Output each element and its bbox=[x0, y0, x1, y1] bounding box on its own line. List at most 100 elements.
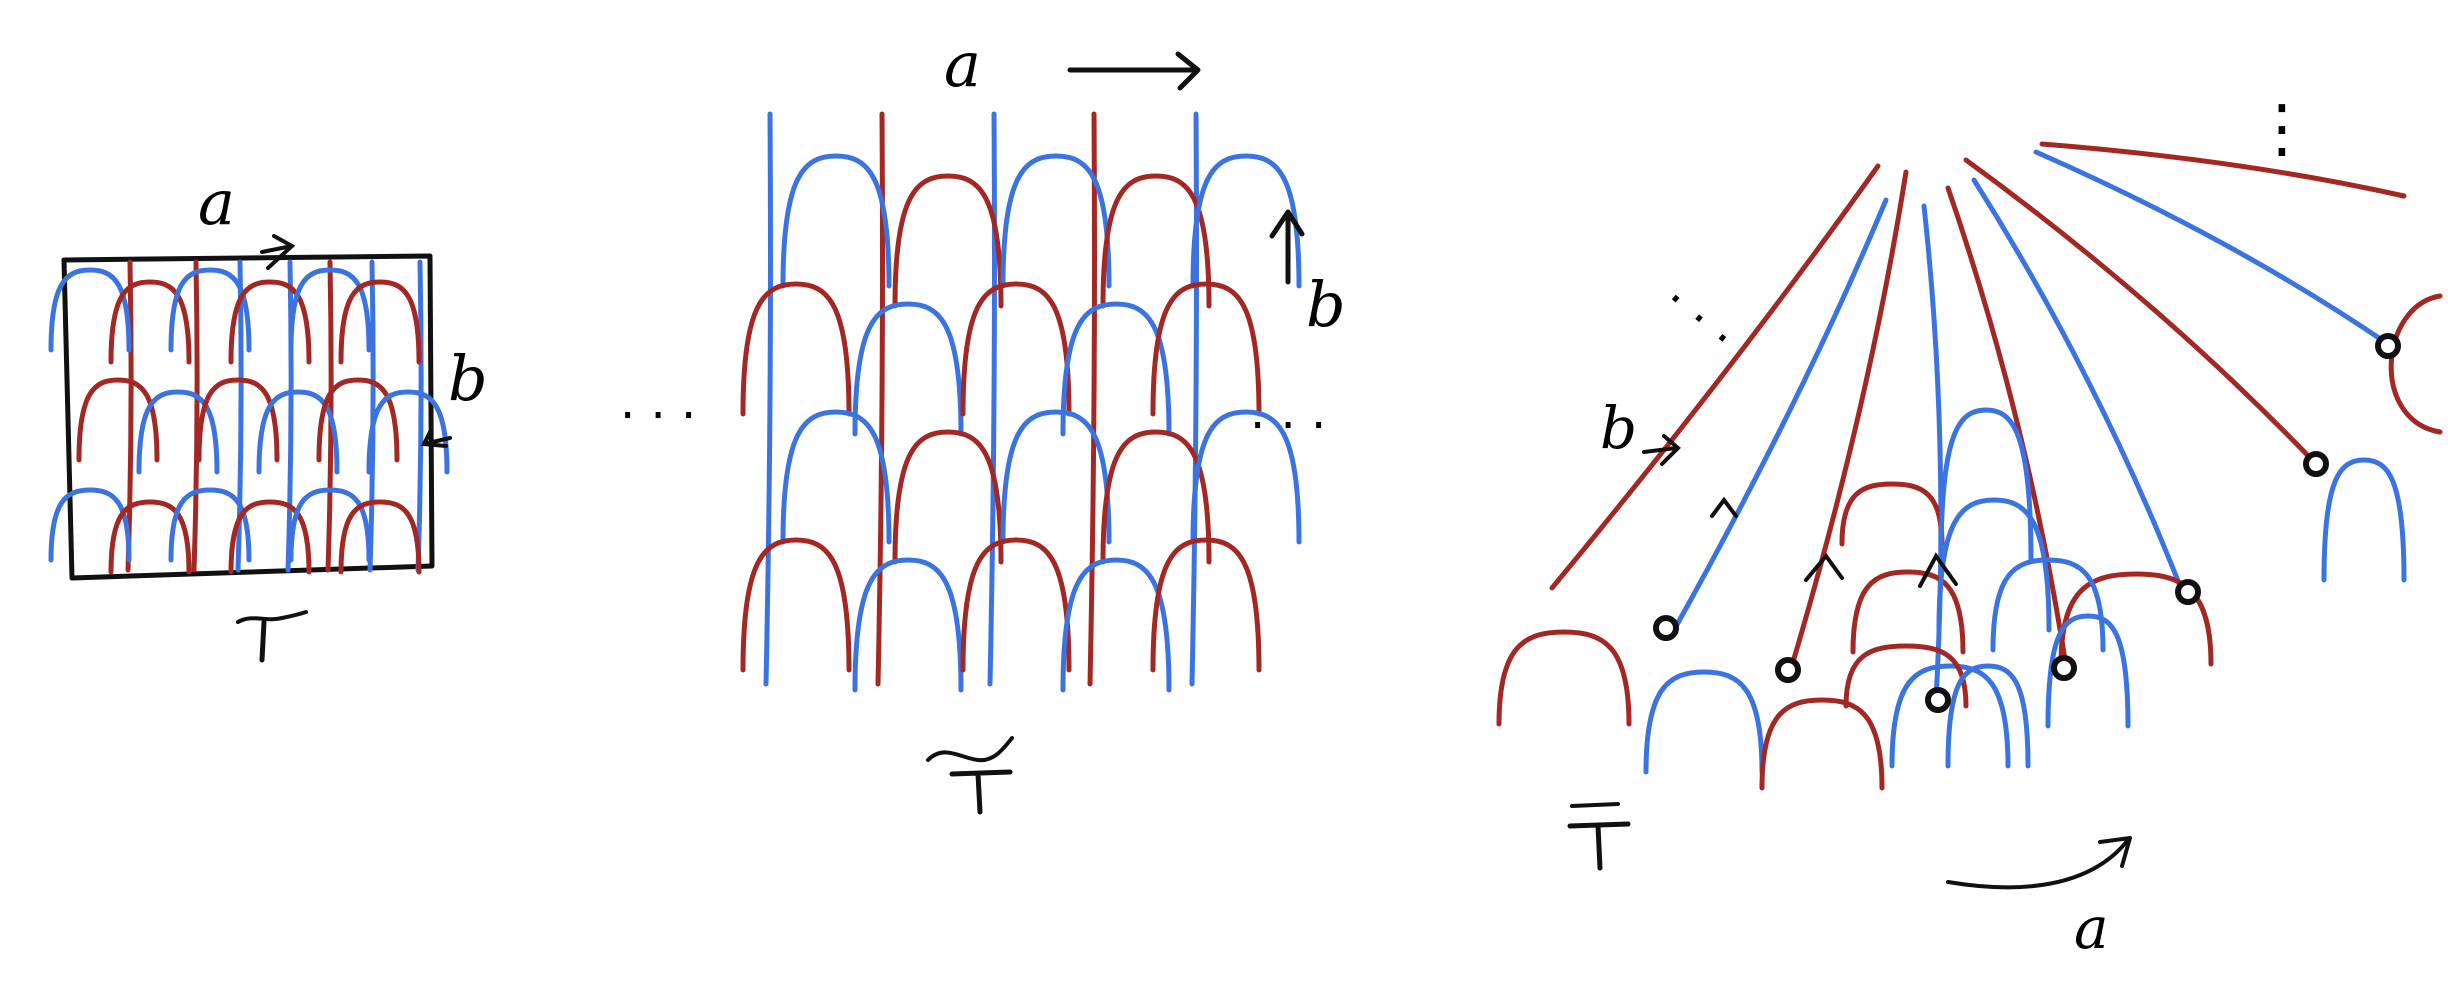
cover-b-arrow bbox=[1269, 209, 1305, 285]
cover-a-arrow bbox=[1067, 51, 1201, 91]
fan-panel: b · · · ⋮ a T bbox=[1496, 92, 2443, 962]
fan-ray bbox=[2039, 141, 2407, 199]
fan-b-arrow bbox=[1642, 434, 1681, 466]
fan-arc bbox=[2388, 293, 2443, 435]
torus-arc bbox=[228, 499, 312, 575]
fan-ray bbox=[1945, 185, 2069, 669]
fan-vertex bbox=[2375, 333, 2401, 359]
fan-label-b: b bbox=[1600, 394, 1637, 462]
torus-panel: a b T bbox=[48, 166, 488, 663]
cover-vertical-curve bbox=[987, 111, 997, 687]
cover-ellipsis-left: · · · bbox=[620, 388, 696, 444]
fan-label-T-bar bbox=[1570, 802, 1620, 808]
cover-arc bbox=[1100, 429, 1212, 565]
torus-arc bbox=[196, 377, 280, 463]
torus-arc bbox=[168, 267, 252, 353]
fan-arc bbox=[1850, 569, 1966, 655]
fan-ray bbox=[1787, 169, 1909, 675]
cover-arc bbox=[1150, 537, 1262, 673]
cover-arc bbox=[960, 537, 1072, 673]
fan-arc bbox=[1759, 697, 1885, 791]
fan-arc bbox=[1843, 643, 1969, 709]
fan-chevron-3 bbox=[1918, 552, 1958, 588]
cover-ellipsis-right: · · · bbox=[1250, 398, 1326, 454]
cover-vertical-curve bbox=[1189, 111, 1199, 687]
torus-b-arrow bbox=[420, 430, 452, 448]
cover-label-T bbox=[949, 769, 1013, 815]
fan-arc bbox=[2058, 571, 2214, 667]
torus-arc bbox=[338, 279, 422, 365]
fan-arc bbox=[1496, 629, 1632, 727]
fan-vertices bbox=[1653, 333, 2401, 713]
fan-vertex bbox=[2303, 451, 2329, 477]
torus-arc bbox=[136, 389, 220, 475]
torus-arc bbox=[288, 267, 372, 353]
torus-a-arrow bbox=[260, 234, 296, 270]
fan-arc bbox=[1839, 481, 1945, 547]
fan-arc bbox=[2321, 457, 2407, 583]
fan-arc bbox=[1990, 557, 2106, 653]
torus-label-b: b bbox=[448, 342, 488, 415]
torus-arc bbox=[288, 487, 372, 563]
fan-arc bbox=[2045, 613, 2131, 729]
cover-label-a: a bbox=[944, 28, 981, 101]
cover-arc bbox=[852, 557, 964, 693]
cover-label-T-tilde bbox=[926, 736, 1014, 763]
fan-ellipsis-top: ⋮ bbox=[2250, 92, 2314, 166]
fan-ray bbox=[1963, 157, 2319, 467]
torus-vertical-curve bbox=[191, 259, 200, 573]
cover-arc bbox=[740, 281, 852, 417]
torus-vertical-curve bbox=[367, 259, 376, 573]
torus-arc bbox=[228, 279, 312, 365]
fan-arc bbox=[1936, 497, 2052, 633]
cover-arc bbox=[1100, 173, 1212, 309]
torus-arc bbox=[76, 377, 160, 463]
cover-arc bbox=[1060, 301, 1172, 437]
torus-vertical-curve bbox=[415, 259, 424, 573]
torus-label-T-tilde-bar bbox=[236, 610, 308, 624]
fan-ray bbox=[1971, 177, 2187, 599]
fan-arc bbox=[1889, 663, 2011, 769]
cover-arc bbox=[892, 429, 1004, 565]
cover-arc bbox=[780, 153, 892, 289]
torus-arc bbox=[168, 487, 252, 563]
cover-arc bbox=[852, 301, 964, 437]
cover-arc bbox=[1060, 557, 1172, 693]
cover-vertical-curve bbox=[763, 111, 773, 687]
cover-vertical-curve bbox=[875, 111, 885, 687]
cover-arcs bbox=[740, 153, 1302, 693]
fan-vertex bbox=[2051, 655, 2077, 681]
torus-arc bbox=[366, 389, 450, 475]
fan-chevron-1 bbox=[1710, 496, 1738, 518]
torus-arc bbox=[256, 389, 340, 475]
cover-arc bbox=[740, 537, 852, 673]
cover-arc bbox=[1190, 153, 1302, 289]
torus-arcs bbox=[48, 267, 450, 575]
cover-vertical-curves bbox=[763, 111, 1199, 687]
fan-ray bbox=[1671, 197, 1889, 633]
cover-arc bbox=[1000, 409, 1112, 545]
cover-panel: a b · · · · · · T bbox=[620, 28, 1346, 815]
fan-arcs bbox=[1496, 293, 2443, 791]
fan-label-T bbox=[1567, 821, 1631, 871]
fan-rays bbox=[1549, 141, 2407, 703]
cover-arc bbox=[1190, 409, 1302, 545]
torus-arc bbox=[108, 499, 192, 575]
cover-label-b: b bbox=[1306, 268, 1346, 341]
fan-chevron-2 bbox=[1804, 552, 1844, 582]
cover-vertical-curve bbox=[1087, 111, 1097, 687]
fan-vertex bbox=[2175, 579, 2201, 605]
fan-vertex bbox=[1653, 615, 1679, 641]
torus-label-a: a bbox=[198, 166, 235, 239]
torus-arc bbox=[48, 267, 132, 353]
torus-arc bbox=[316, 377, 400, 463]
cover-arc bbox=[1150, 281, 1262, 417]
torus-arc bbox=[338, 499, 422, 575]
fan-a-arrow bbox=[1946, 836, 2132, 890]
torus-label-T bbox=[259, 619, 267, 663]
fan-ray bbox=[1549, 163, 1881, 591]
fan-arc bbox=[1945, 663, 2031, 769]
torus-vertical-curve bbox=[285, 259, 294, 573]
fan-arc bbox=[1643, 669, 1765, 775]
cover-arc bbox=[960, 281, 1072, 417]
